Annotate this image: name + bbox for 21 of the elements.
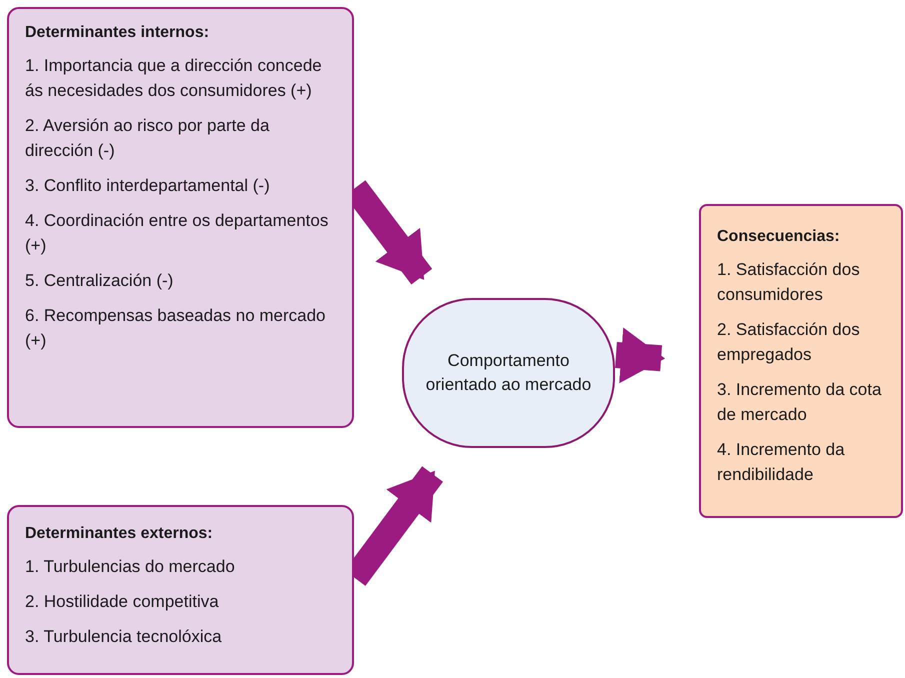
text-panel: [7, 505, 354, 675]
list-item: 1. Satisfacción dos consumidores: [717, 259, 861, 306]
list-item: 3. Incremento da cota de mercado: [717, 379, 882, 426]
list-item: 3. Turbulencia tecnolóxica: [25, 626, 223, 648]
block-arrow: [615, 327, 666, 384]
text-panel: [7, 7, 354, 428]
list-item: 2. Aversión ao risco por parte da dirección (-): [25, 115, 270, 162]
list-item: 2. Satisfacción dos empregados: [717, 319, 861, 366]
list-item: 3. Conflito interdepartamental (-): [25, 175, 271, 197]
panel-heading: Determinantes externos:: [25, 524, 214, 544]
panel-heading: Determinantes internos:: [25, 23, 210, 43]
node-label: Comportamento orientado ao mercado: [424, 350, 592, 396]
list-item: 1. Importancia que a dirección concede ás necesidades dos consumidores (+): [25, 55, 323, 102]
list-item: 5. Centralización (-): [25, 270, 174, 292]
list-item: 4. Incremento da rendibilidade: [717, 439, 846, 486]
list-item: 4. Coordinación entre os departamentos (+): [25, 210, 330, 257]
list-item: 6. Recompensas baseadas no mercado (+): [25, 305, 327, 352]
text-panel: [699, 204, 903, 518]
panel-heading: Consecuencias:: [717, 227, 841, 247]
list-item: 1. Turbulencias do mercado: [25, 556, 236, 578]
list-item: 2. Hostilidade competitiva: [25, 590, 220, 612]
